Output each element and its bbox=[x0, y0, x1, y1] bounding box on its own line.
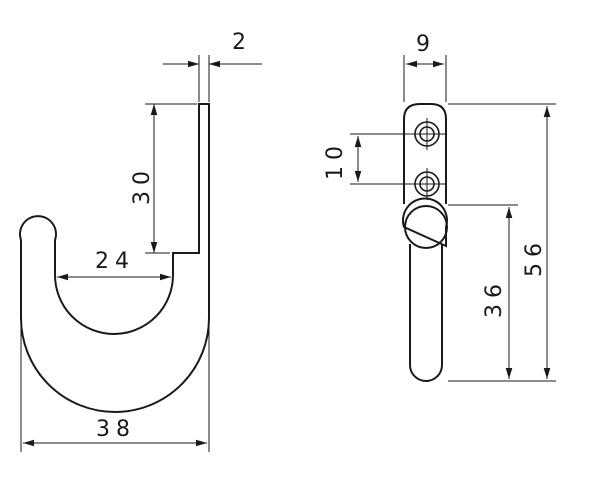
dim-label-overall-width: 38 bbox=[96, 417, 136, 442]
dim-hole-pitch: 10 bbox=[323, 133, 414, 185]
side-plate-outline bbox=[403, 103, 447, 204]
dim-label-hole-pitch: 10 bbox=[323, 140, 348, 180]
dim-plate-height: 30 bbox=[130, 103, 197, 254]
front-view: 2 30 24 38 bbox=[19, 30, 262, 452]
side-knob-circle bbox=[404, 205, 448, 249]
screw-hole-upper bbox=[409, 118, 445, 150]
side-shank bbox=[409, 244, 443, 382]
dim-overall-width: 38 bbox=[20, 320, 210, 452]
dim-overall-height: 56 bbox=[448, 103, 556, 379]
dim-label-plate-height: 30 bbox=[130, 165, 155, 205]
side-view: 9 10 36 56 bbox=[323, 32, 556, 382]
screw-hole-lower bbox=[409, 168, 445, 200]
dim-hook-length: 36 bbox=[448, 204, 556, 382]
dim-label-side-width: 9 bbox=[416, 32, 436, 57]
dim-label-inner-width: 24 bbox=[95, 249, 135, 274]
dim-label-overall-height: 56 bbox=[522, 237, 547, 277]
dim-label-plate-thickness: 2 bbox=[232, 30, 252, 55]
dim-side-width: 9 bbox=[403, 32, 447, 102]
dim-label-hook-length: 36 bbox=[482, 278, 507, 318]
dim-plate-thickness: 2 bbox=[163, 30, 262, 102]
dim-inner-width: 24 bbox=[57, 249, 171, 281]
hook-outline bbox=[19, 103, 210, 413]
